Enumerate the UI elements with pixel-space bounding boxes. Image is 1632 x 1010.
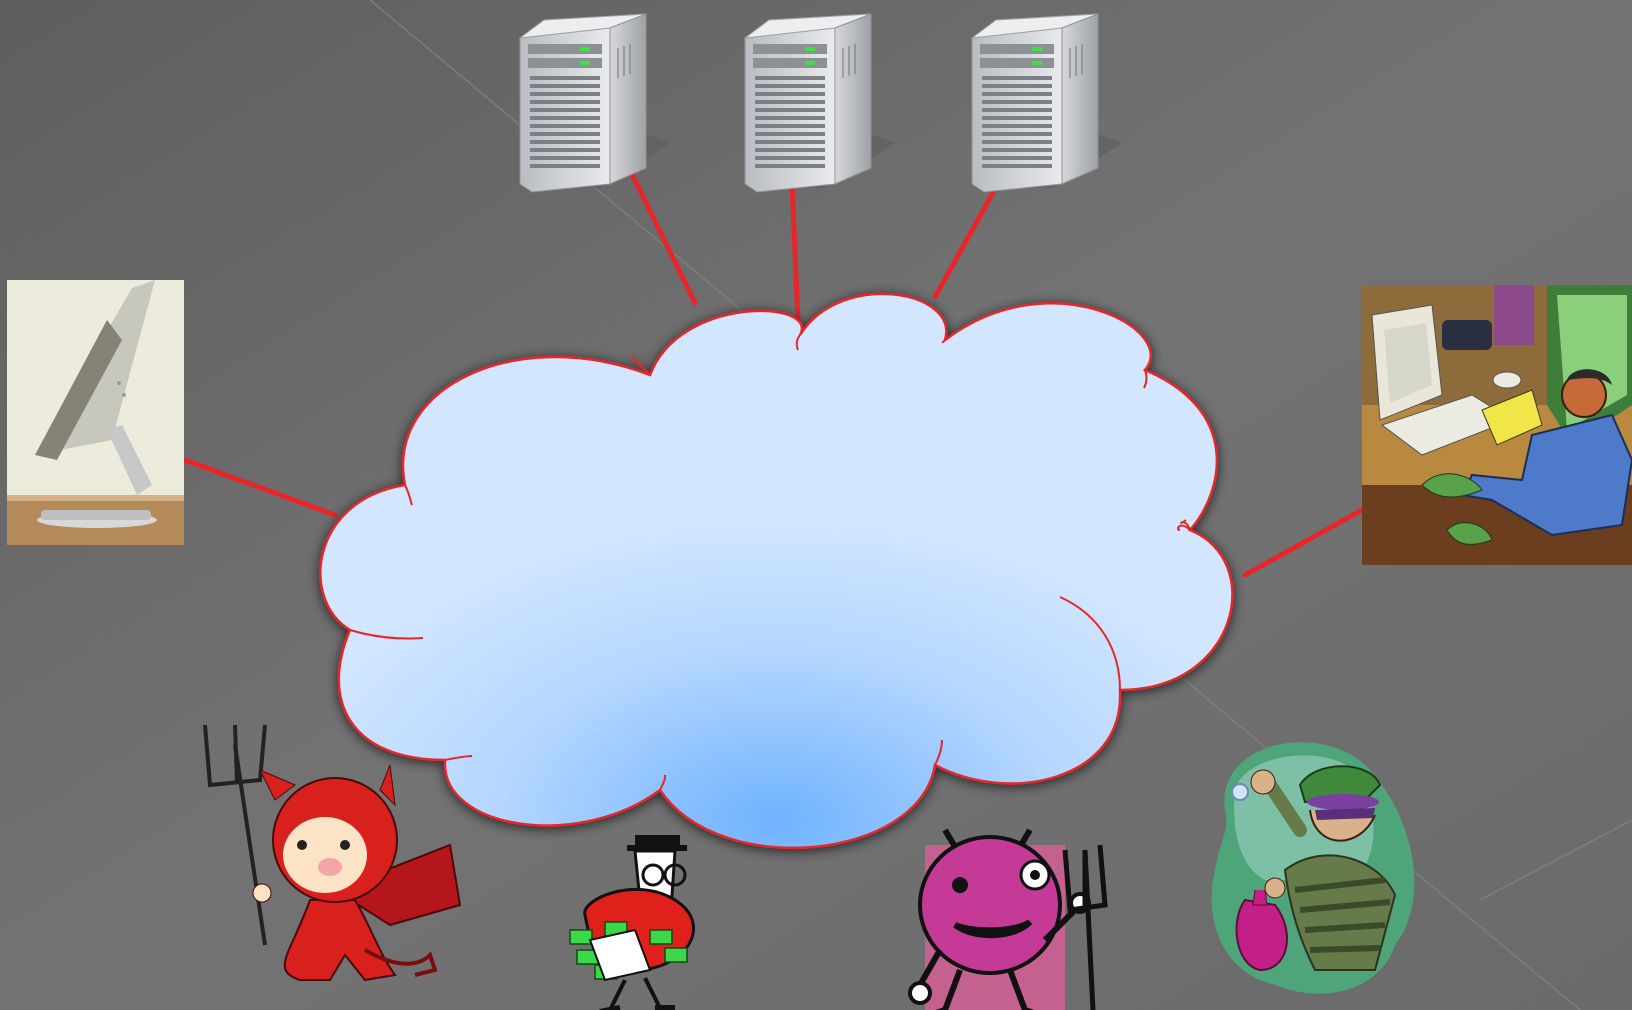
- desktop-monitor-icon: [7, 280, 184, 545]
- office-worker-at-computer-icon: [1362, 285, 1632, 565]
- network-links: [182, 161, 1365, 578]
- server-tower-icon: [518, 13, 670, 193]
- background-diagonal: [1479, 819, 1632, 901]
- internet-cloud-icon: [319, 292, 1234, 850]
- link-server-2: [789, 179, 801, 326]
- red-devil-with-pitchfork-icon: [203, 724, 462, 982]
- server-tower-icon: [743, 13, 895, 193]
- link-server-3: [932, 177, 1003, 300]
- server-tower-icon: [970, 13, 1122, 193]
- purple-monster-with-pitchfork-icon: [908, 828, 1108, 1010]
- burglar-with-loot-bag-icon: [1211, 742, 1415, 994]
- thief-carrying-money-icon: [569, 835, 695, 1010]
- link-left-client: [182, 457, 338, 518]
- link-right-client: [1242, 507, 1365, 578]
- link-server-1: [624, 161, 698, 306]
